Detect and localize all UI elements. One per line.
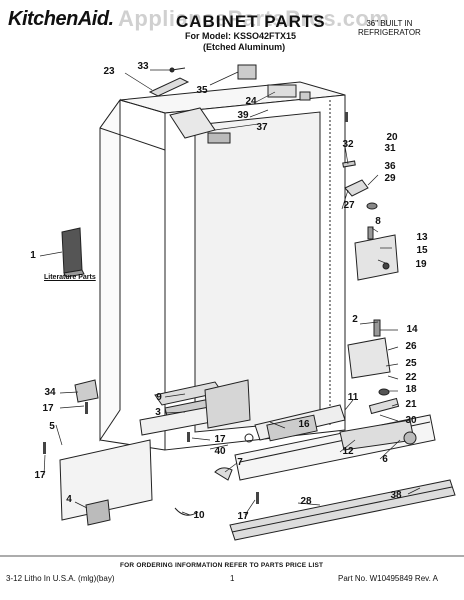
callout-19: 19 [415, 259, 427, 270]
callout-12: 12 [342, 446, 354, 457]
callout-23: 23 [103, 66, 115, 77]
callout-17-d: 17 [237, 511, 249, 522]
callout-18: 18 [405, 384, 417, 395]
callout-20: 20 [386, 132, 398, 143]
hinge-parts [342, 160, 400, 415]
callout-14: 14 [406, 324, 418, 335]
callout-25: 25 [405, 358, 417, 369]
screws [43, 112, 348, 504]
page-number: 1 [230, 574, 235, 583]
callout-10: 10 [193, 510, 205, 521]
literature-book [61, 227, 85, 278]
callout-39: 39 [237, 110, 249, 121]
callout-9: 9 [156, 392, 162, 403]
ordering-note: FOR ORDERING INFORMATION REFER TO PARTS … [120, 562, 324, 569]
callout-22: 22 [405, 372, 417, 383]
print-info: 3-12 Litho In U.S.A. (mlg)(bay) [6, 574, 115, 583]
callout-4: 4 [66, 494, 72, 505]
callout-3: 3 [155, 407, 161, 418]
literature-parts-label: Literature Parts [44, 274, 96, 281]
callout-21: 21 [405, 399, 417, 410]
callout-27: 27 [343, 200, 355, 211]
top-parts [148, 64, 311, 144]
callout-33: 33 [137, 61, 149, 72]
callout-7: 7 [237, 457, 243, 468]
product-type-line1: 36" BUILT IN [366, 19, 413, 28]
watermark: AppliancePartsPros.com [118, 6, 390, 31]
product-type-line2: REFRIGERATOR [358, 28, 421, 37]
callout-37: 37 [256, 122, 268, 133]
product-type: 36" BUILT IN REFRIGERATOR [358, 19, 421, 37]
callout-35: 35 [196, 85, 208, 96]
brand-logo: KitchenAid. [8, 8, 114, 30]
model-number: For Model: KSSO42FTX15 [185, 31, 297, 41]
callout-6: 6 [382, 454, 388, 465]
callout-36: 36 [384, 161, 396, 172]
callout-40: 40 [214, 446, 226, 457]
callout-32: 32 [342, 139, 354, 150]
callout-17-b: 17 [42, 403, 54, 414]
callout-17-c: 17 [34, 470, 46, 481]
callout-28: 28 [300, 496, 312, 507]
callout-26: 26 [405, 341, 417, 352]
callout-15: 15 [416, 245, 428, 256]
callout-5: 5 [49, 421, 55, 432]
callout-31: 31 [384, 143, 396, 154]
callout-1: 1 [30, 250, 36, 261]
cabinet-body [99, 81, 346, 451]
callout-38: 38 [390, 490, 402, 501]
callout-13: 13 [416, 232, 428, 243]
leader-lines [39, 69, 421, 516]
callout-16: 16 [298, 419, 310, 430]
callout-24: 24 [245, 96, 257, 107]
part-number: Part No. W10495849 Rev. A [338, 574, 438, 583]
callout-11: 11 [347, 392, 359, 403]
callout-34: 34 [44, 387, 56, 398]
callout-30: 30 [405, 415, 417, 426]
finish-label: (Etched Aluminum) [203, 42, 286, 52]
page-title: CABINET PARTS [176, 12, 326, 31]
callout-17-a: 17 [214, 434, 226, 445]
callout-2: 2 [352, 314, 358, 325]
callout-8: 8 [375, 216, 381, 227]
base-parts [59, 379, 456, 541]
callout-29: 29 [384, 173, 396, 184]
